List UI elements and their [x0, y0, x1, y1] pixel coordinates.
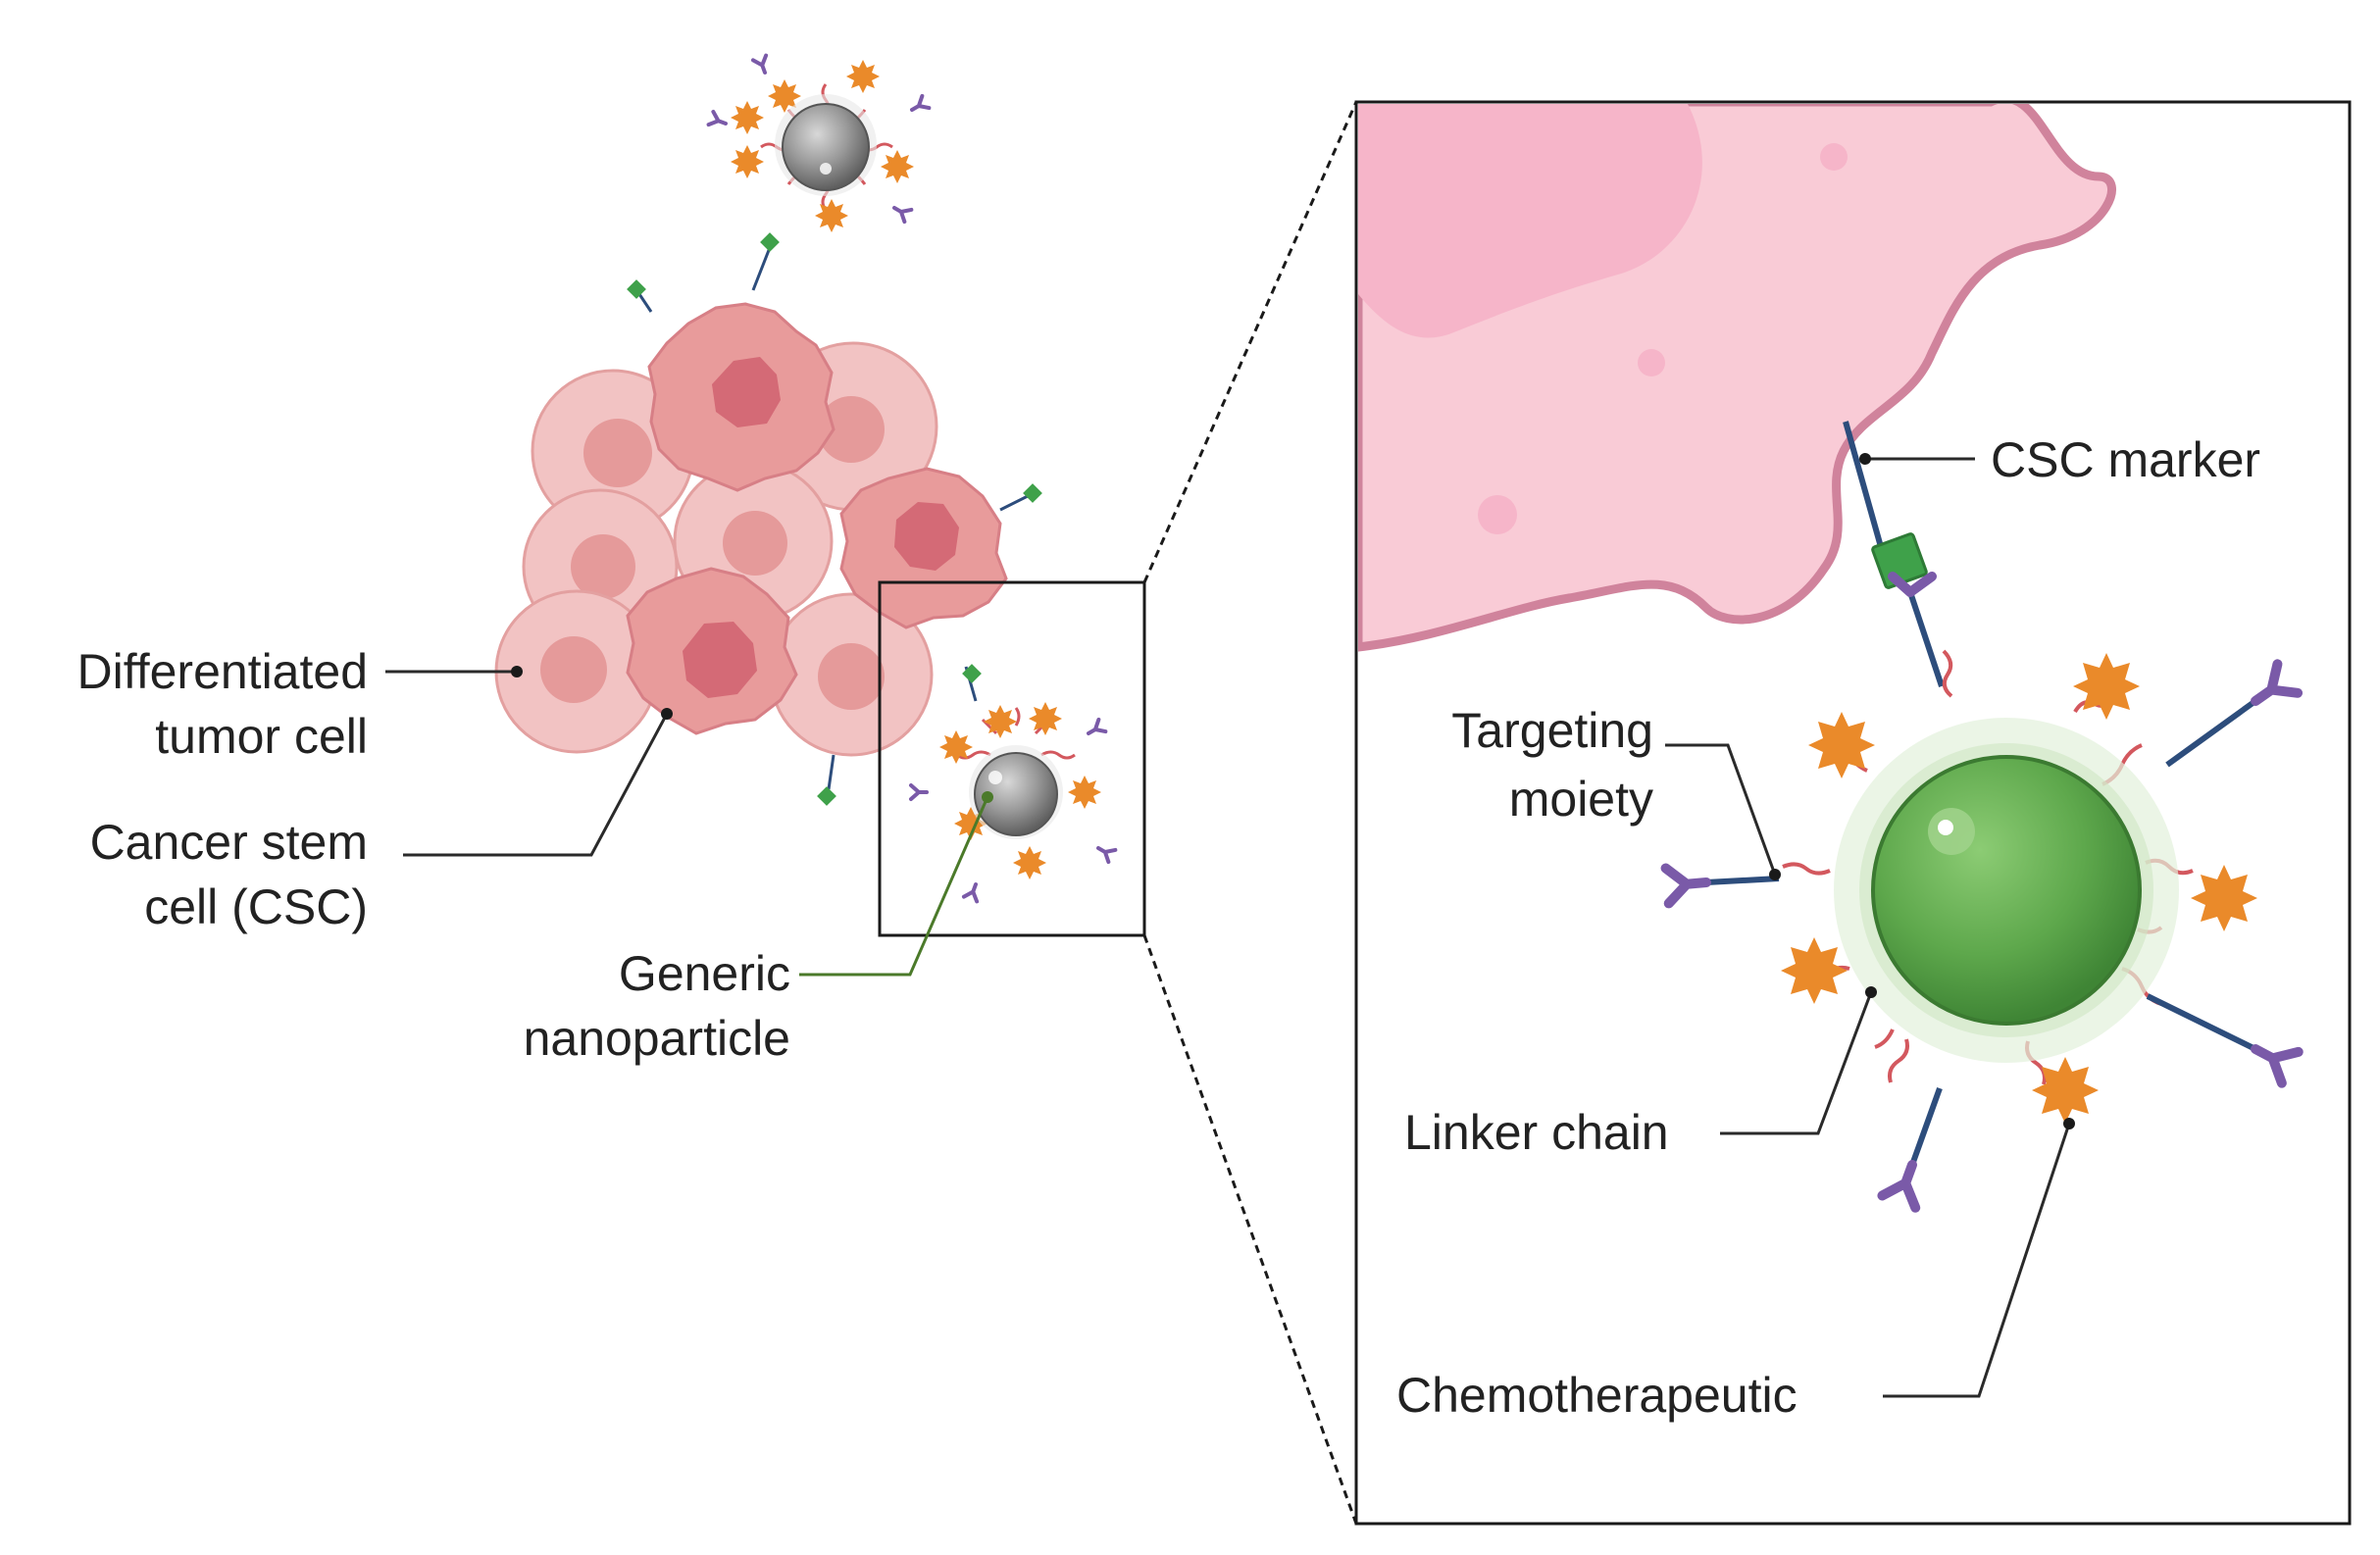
label-nanoparticle-line2: nanoparticle [524, 1011, 790, 1066]
label-nanoparticle-line1: Generic [619, 946, 790, 1001]
zoom-panel [1354, 100, 2352, 1526]
zoom-region-box [878, 580, 1146, 937]
label-targeting-line1: Targeting [1451, 703, 1653, 758]
label-differentiated-line2: tumor cell [155, 709, 368, 764]
label-linker-chain: Linker chain [1404, 1105, 1669, 1160]
label-csc-marker: CSC marker [1991, 432, 2260, 487]
label-chemotherapeutic: Chemotherapeutic [1396, 1368, 1798, 1423]
cancer-stem-cell [626, 567, 798, 735]
zoom-connector-lines [1142, 101, 1358, 1525]
differentiated-tumor-cell [769, 592, 934, 757]
label-differentiated-line1: Differentiated [77, 644, 368, 699]
cancer-stem-cell [647, 302, 836, 492]
csc-marker-cluster [627, 279, 1042, 806]
tumor-cluster [494, 279, 1042, 806]
csc-marker-square [1871, 532, 1928, 589]
nanoparticle-top [706, 53, 932, 291]
leader-lines [385, 453, 2075, 1398]
label-csc-line2: cell (CSC) [144, 879, 368, 934]
cancer-stem-cell [839, 467, 1008, 629]
differentiated-tumor-cell [494, 589, 659, 754]
label-csc-line1: Cancer stem [90, 815, 368, 870]
nanoparticle-small [909, 664, 1118, 904]
label-targeting-line2: moiety [1509, 772, 1653, 827]
green-nanoparticle [1871, 755, 2142, 1026]
